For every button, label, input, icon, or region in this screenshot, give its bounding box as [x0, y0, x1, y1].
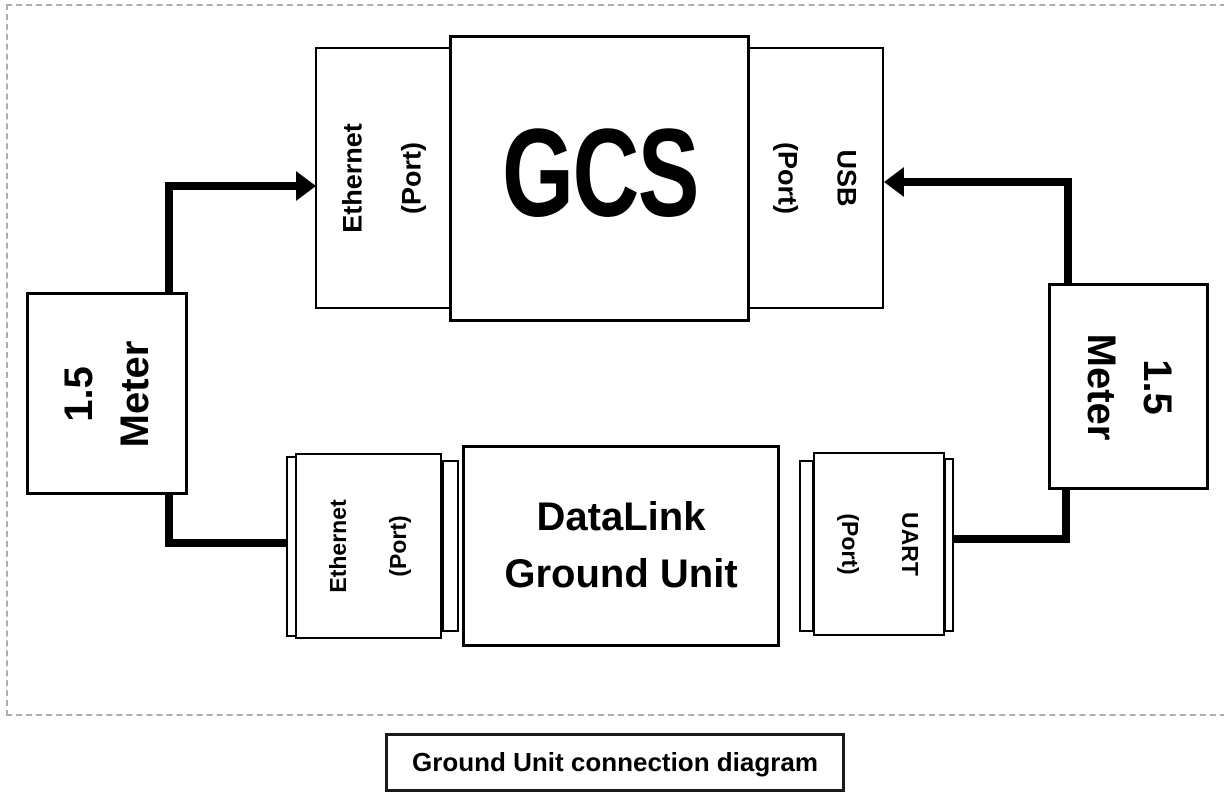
cable-bottom-right-horizontal: [951, 535, 1070, 543]
gcs-usb-port-label-line1: USB: [831, 149, 862, 207]
gcs-usb-port-label: USB (Port): [757, 142, 876, 214]
right-cable-length-box: 1.5 Meter: [1048, 283, 1209, 490]
cable-top-left-arrowhead: [296, 171, 316, 201]
ground-unit-title-line2: Ground Unit: [504, 552, 738, 596]
ground-unit-ethernet-inner-flange: [442, 460, 459, 632]
gcs-ethernet-port-label-line1: Ethernet: [337, 123, 368, 233]
gcs-title: GCS: [501, 103, 698, 243]
ground-unit-ethernet-port-label-line2: (Port): [384, 515, 411, 577]
cable-bottom-right-vertical: [1062, 488, 1070, 543]
right-cable-length-line2: Meter: [1078, 333, 1123, 440]
cable-bottom-left-horizontal: [165, 539, 288, 547]
cable-bottom-left-vertical: [165, 493, 173, 547]
caption-text: Ground Unit connection diagram: [412, 747, 818, 777]
dashed-frame: [6, 4, 1224, 716]
ground-unit-uart-port-label-line1: UART: [896, 512, 923, 576]
cable-top-right-vertical: [1064, 178, 1072, 285]
gcs-box: GCS: [449, 35, 750, 322]
gcs-ethernet-port-box: Ethernet (Port): [315, 47, 451, 309]
caption-box: Ground Unit connection diagram: [385, 733, 845, 792]
ground-unit-title: DataLink Ground Unit: [465, 448, 777, 644]
gcs-ethernet-port-label-line2: (Port): [397, 142, 427, 214]
ground-unit-uart-inner-flange: [799, 460, 814, 632]
gcs-usb-port-label-line2: (Port): [772, 142, 802, 214]
cable-top-right-horizontal: [902, 178, 1072, 186]
ground-unit-ethernet-port-label-line1: Ethernet: [324, 499, 351, 593]
ground-unit-box: DataLink Ground Unit: [462, 445, 780, 647]
ground-unit-ethernet-port-box: Ethernet (Port): [295, 453, 442, 639]
right-cable-length-label: 1.5 Meter: [1073, 333, 1185, 440]
left-cable-length-box: 1.5 Meter: [26, 292, 188, 495]
left-cable-length-label: 1.5 Meter: [51, 340, 163, 447]
ground-unit-uart-port-label: UART (Port): [819, 512, 939, 576]
right-cable-length-line1: 1.5: [1134, 358, 1179, 415]
ground-unit-uart-port-box: UART (Port): [813, 452, 945, 636]
cable-top-right-arrowhead: [884, 167, 904, 197]
left-cable-length-line2: Meter: [113, 340, 157, 447]
gcs-usb-port-box: USB (Port): [748, 47, 884, 309]
ground-unit-ethernet-port-label: Ethernet (Port): [309, 499, 429, 592]
ground-unit-uart-connector-flange: [944, 458, 954, 632]
cable-top-left-horizontal: [165, 182, 299, 190]
cable-top-left-vertical: [165, 182, 173, 294]
gcs-ethernet-port-label: Ethernet (Port): [324, 123, 443, 233]
ground-unit-title-line1: DataLink: [536, 495, 706, 539]
ground-unit-uart-port-label-line2: (Port): [837, 513, 863, 575]
left-cable-length-line1: 1.5: [57, 365, 101, 422]
